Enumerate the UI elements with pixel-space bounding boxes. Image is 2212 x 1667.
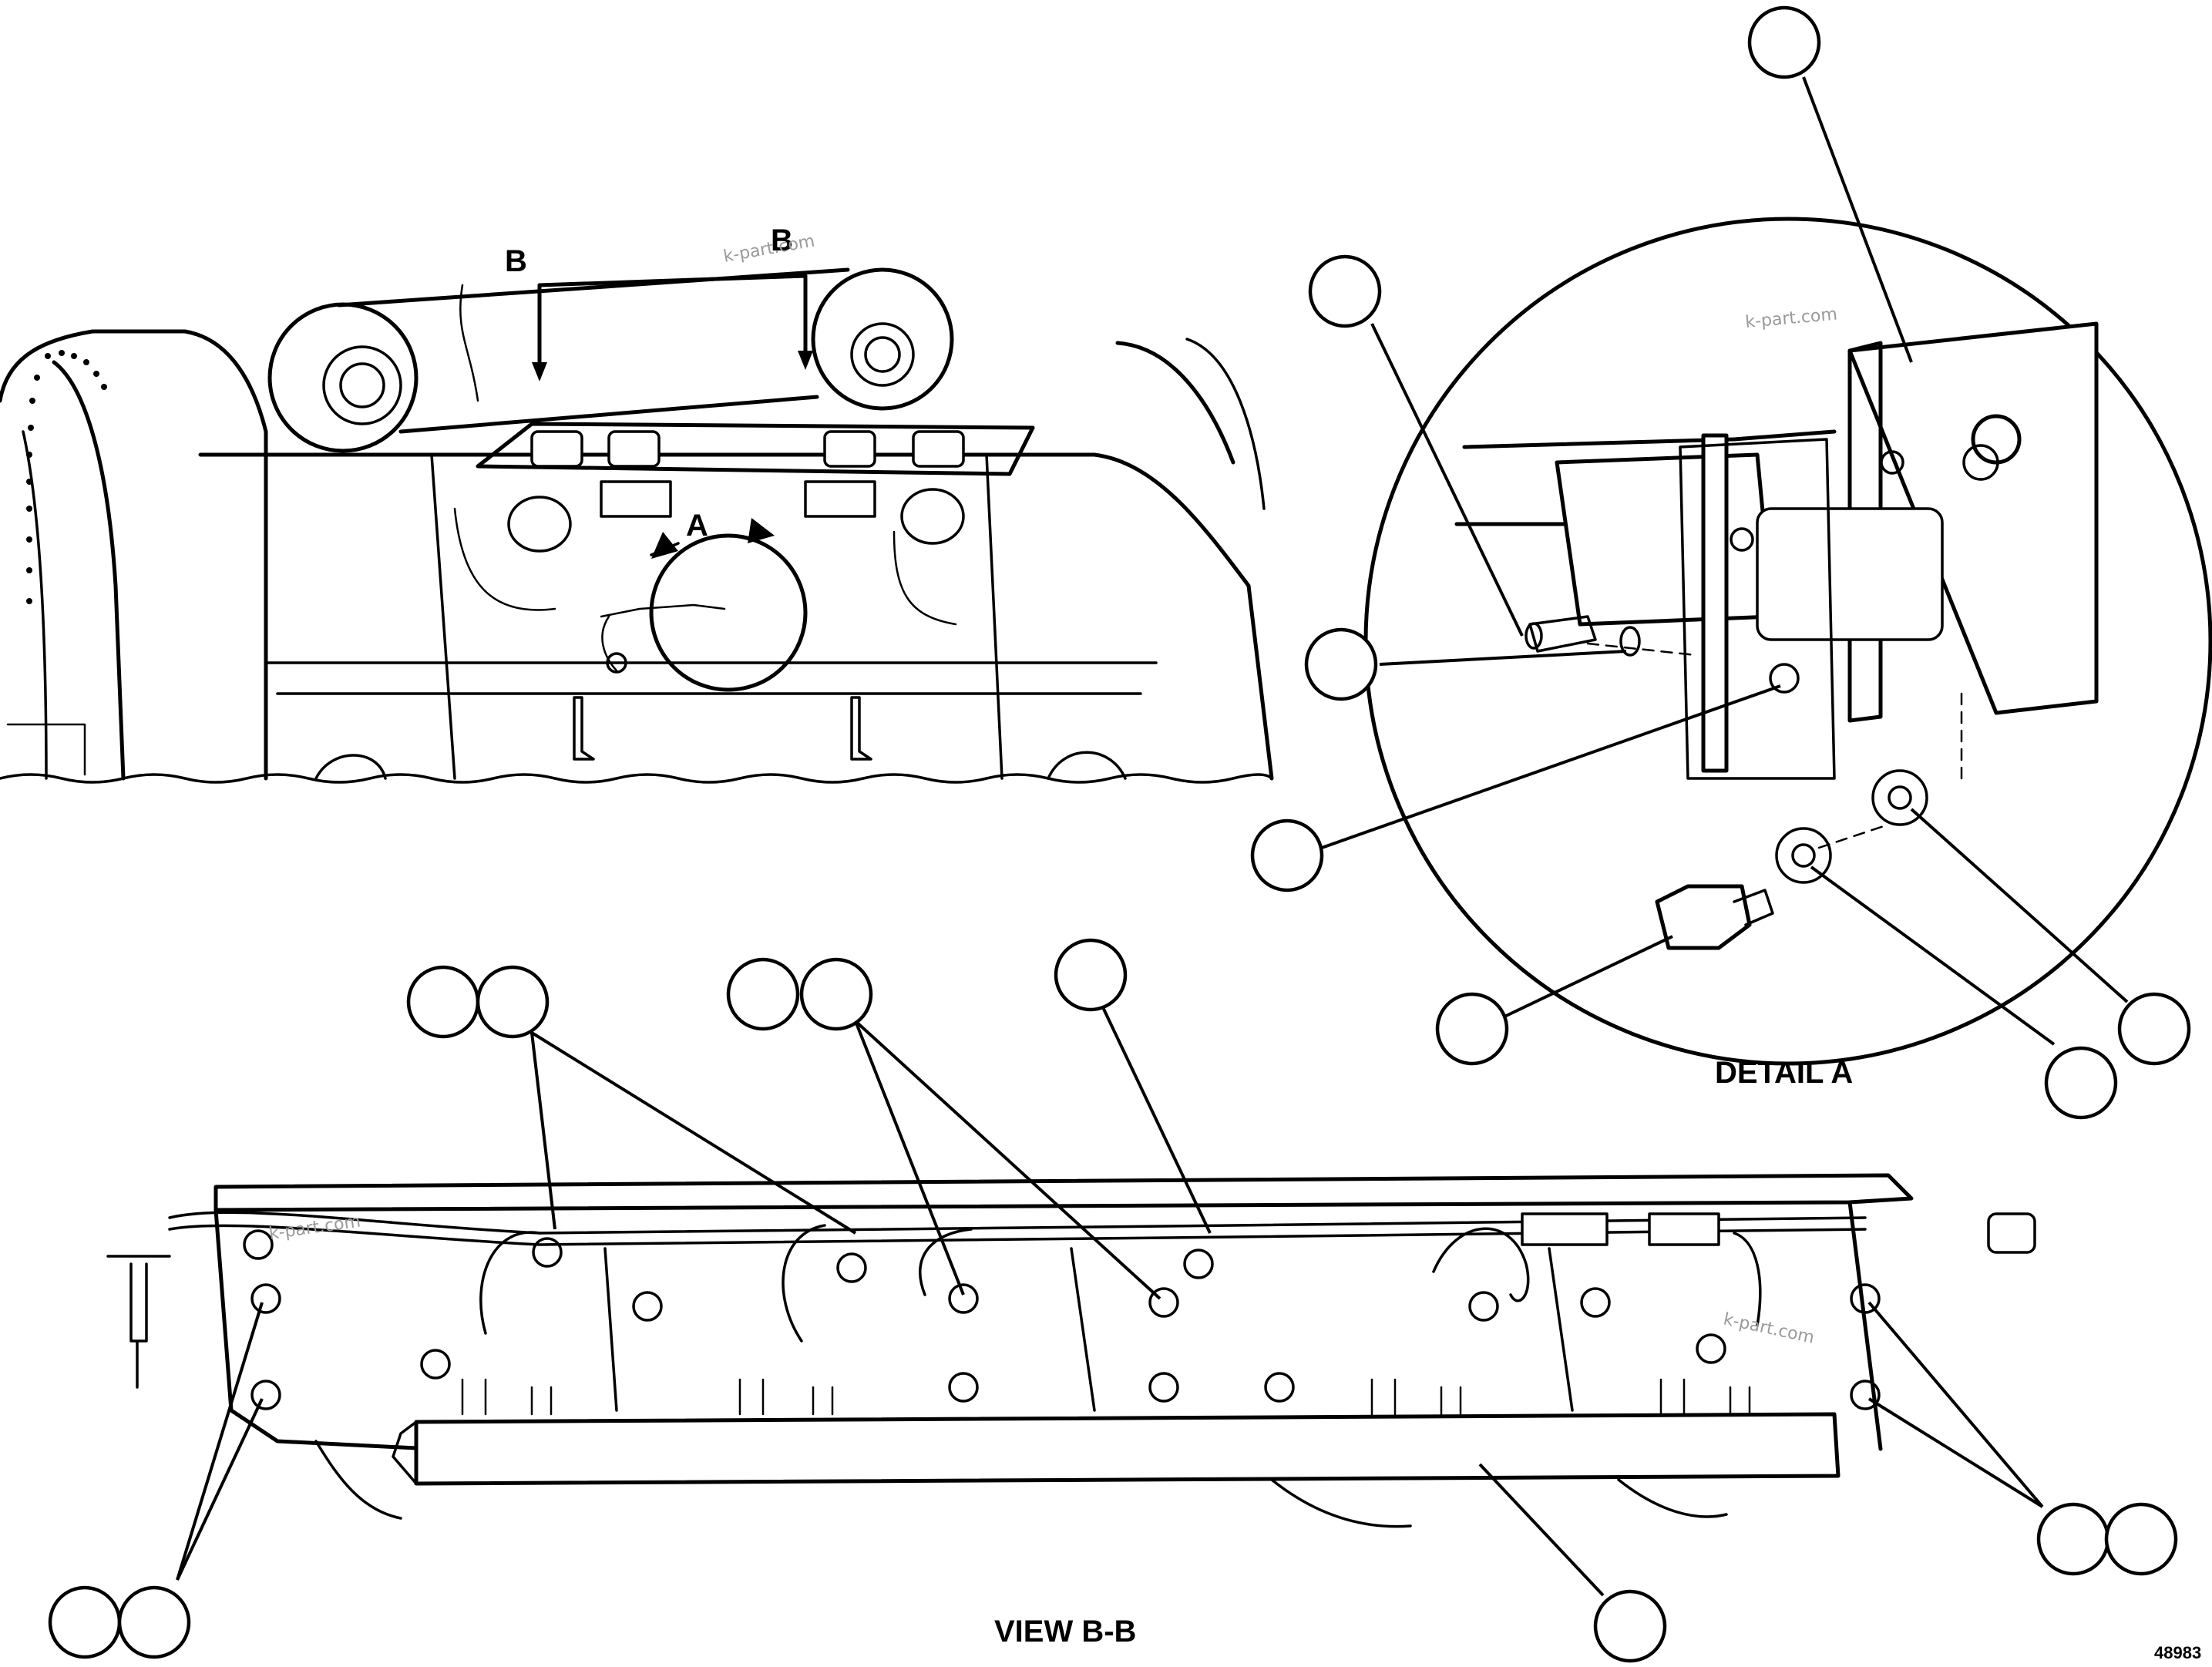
terminal-studs — [461, 1378, 1751, 1416]
overview-assembly: B B A — [0, 223, 1274, 784]
watermark: k-part.com — [1744, 305, 1838, 332]
callout-balloon — [1304, 627, 1378, 701]
callout-balloon — [117, 1585, 191, 1659]
watermark: k-part.com — [1722, 1309, 1816, 1347]
detail-a-circle — [649, 533, 808, 692]
watermark: k-part.com — [722, 231, 816, 266]
view-bb: VIEW B-B — [48, 938, 2178, 1663]
detail-a-title: DETAIL A — [1715, 1056, 1853, 1090]
callout-balloon — [1435, 992, 1509, 1066]
detail-a-callouts — [1250, 5, 2191, 1120]
callout-balloon — [1747, 5, 1821, 79]
callout-balloon — [476, 965, 550, 1039]
callout-balloon — [2117, 992, 2191, 1066]
callout-balloon — [1308, 254, 1382, 328]
section-arrow-right — [798, 351, 813, 370]
callout-balloon — [1054, 938, 1128, 1012]
callout-balloon — [2036, 1502, 2110, 1576]
view-bb-title: VIEW B-B — [994, 1615, 1136, 1649]
callout-balloon — [2044, 1046, 2118, 1120]
section-cut-line — [537, 274, 808, 287]
section-label-b-left: B — [505, 244, 527, 278]
callout-balloon — [1250, 818, 1324, 892]
callout-balloon — [48, 1585, 122, 1659]
detail-a-view: DETAIL A — [1250, 5, 2212, 1120]
callout-balloon — [1593, 1589, 1667, 1663]
detail-arrow-right — [748, 518, 775, 543]
section-label-b-right: B — [771, 223, 793, 257]
callout-balloon — [799, 957, 873, 1031]
callout-balloon — [406, 965, 480, 1039]
bolt-pattern — [243, 1229, 1881, 1410]
view-bb-callouts — [48, 938, 2178, 1663]
rim-rivets — [26, 350, 107, 604]
callout-balloon — [726, 957, 800, 1031]
callout-balloon — [2104, 1502, 2178, 1576]
drawing-number: 48983 — [2154, 1643, 2201, 1662]
section-arrow-left — [532, 362, 547, 381]
detail-label-a: A — [686, 509, 708, 543]
